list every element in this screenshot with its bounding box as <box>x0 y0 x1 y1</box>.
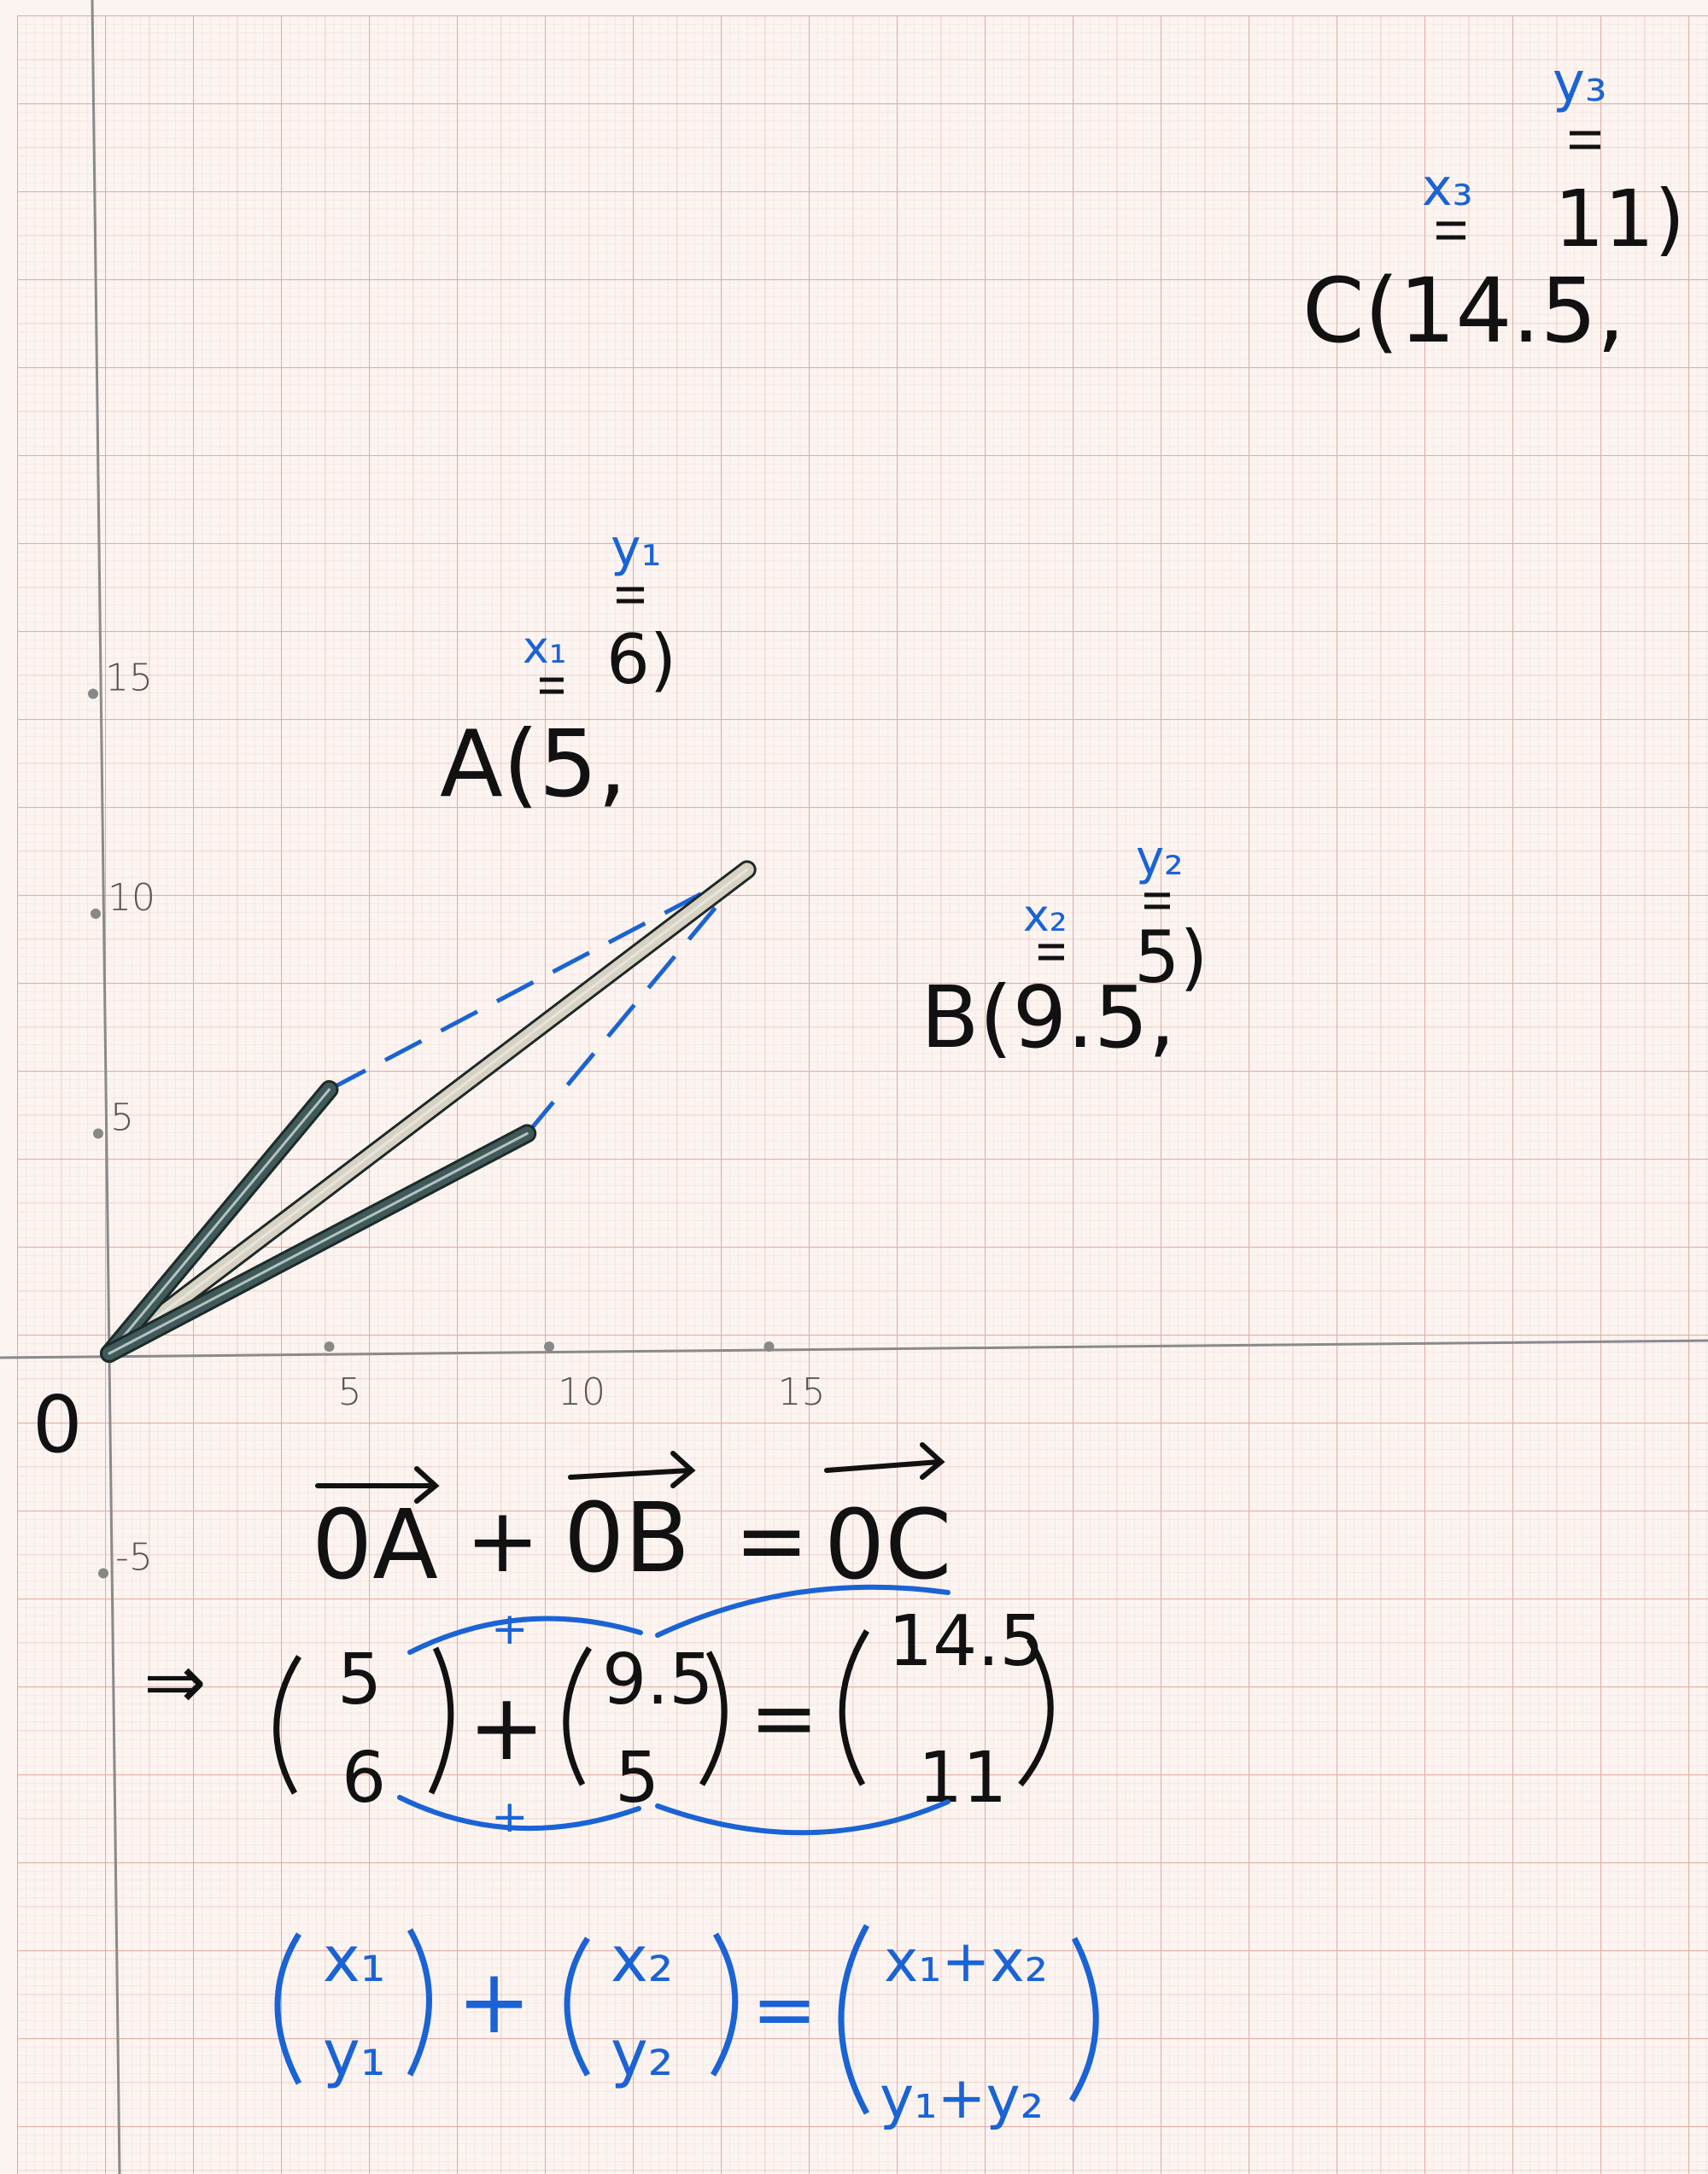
point-b-prefix: B(9.5, <box>921 967 1175 1067</box>
paren-b-right <box>699 1651 728 1786</box>
x-tick-mark <box>324 1341 335 1352</box>
gen-vec-2-top: x₂ <box>611 1923 673 1996</box>
gen-plus: + <box>457 1949 531 2054</box>
vec-a-bottom: 6 <box>342 1738 386 1819</box>
numeric-plus: + <box>468 1674 546 1781</box>
vec-a-top: 5 <box>337 1639 382 1721</box>
gen-paren-1-right <box>407 1928 432 2077</box>
point-c-suffix: 11) <box>1554 173 1685 265</box>
x-tick-mark <box>763 1341 775 1352</box>
y-axis-ticks: 15 10 5 -5 <box>88 657 155 1580</box>
paren-c-left <box>839 1629 869 1786</box>
gen-equals: = <box>752 1964 817 2055</box>
vector-plus: + <box>465 1488 540 1593</box>
y-tick-label: 15 <box>105 657 153 700</box>
point-a-suffix: 6) <box>606 620 676 699</box>
x-tick-label: 5 <box>338 1370 362 1414</box>
point-c-y-var: y₃ <box>1553 51 1607 114</box>
point-b-suffix: 5) <box>1134 915 1208 999</box>
vector-oc: 0C <box>824 1490 951 1601</box>
point-b-label: B(9.5, 5) x₂ y₂ <box>921 831 1208 1067</box>
x-axis-ticks: 5 10 15 <box>324 1341 826 1414</box>
y-axis <box>91 0 121 2174</box>
gen-paren-2-right <box>710 1932 739 2077</box>
dashed-a-to-c <box>328 868 748 1092</box>
point-b-x-var: x₂ <box>1023 891 1068 942</box>
point-c-equal-marks <box>1436 131 1600 240</box>
blue-plus-bottom: + <box>491 1791 529 1843</box>
gen-vec-2-bottom: y₂ <box>611 2017 673 2090</box>
parallelogram-dashed-lines <box>328 868 749 1136</box>
numeric-equation: ⇒ 5 6 + 9.5 5 = 14.5 11 + + <box>143 1584 1054 1843</box>
y-tick-mark <box>98 1568 108 1579</box>
paren-a-left <box>273 1655 301 1795</box>
paren-b-left <box>563 1646 592 1786</box>
y-tick-mark <box>88 688 98 699</box>
gen-sum-top: x₁+x₂ <box>884 1928 1048 1996</box>
blue-plus-top: + <box>491 1604 529 1655</box>
gen-paren-sum-left <box>838 1924 870 2115</box>
point-a-x-var: x₁ <box>523 622 567 674</box>
x-tick-label: 15 <box>778 1370 826 1414</box>
dashed-b-to-c <box>525 868 749 1136</box>
y-tick-mark <box>93 1128 103 1139</box>
vector-arrows <box>315 1442 945 1504</box>
gen-vec-1-bottom: y₁ <box>323 2017 385 2090</box>
y-tick-mark <box>91 909 101 919</box>
gen-sum-bottom: y₁+y₂ <box>880 2065 1044 2132</box>
point-a-prefix: A(5, <box>440 711 627 818</box>
gen-paren-sum-right <box>1069 1937 1099 2102</box>
point-c-x-var: x₃ <box>1422 158 1473 218</box>
point-a-label: A(5, 6) x₁ y₁ <box>440 518 676 818</box>
vec-b-bottom: 5 <box>615 1738 659 1819</box>
point-b-y-var: y₂ <box>1136 831 1184 886</box>
y-tick-label: -5 <box>115 1536 153 1580</box>
vector-oa-rod-highlight <box>108 1088 330 1355</box>
origin-label: 0 <box>32 1379 83 1470</box>
point-c-label: C(14.5, 11) x₃ y₃ <box>1302 51 1685 363</box>
general-equation: x₁ y₁ + x₂ y₂ = x₁+x₂ y₁+y₂ <box>274 1923 1099 2132</box>
y-tick-label: 10 <box>108 876 155 920</box>
y-tick-label: 5 <box>110 1096 134 1140</box>
vector-oa: 0A <box>312 1490 438 1601</box>
implies-arrow: ⇒ <box>143 1638 207 1726</box>
point-b-equal-marks <box>1038 892 1170 961</box>
gen-paren-1-left <box>274 1932 302 2085</box>
paren-c-right <box>1018 1638 1054 1787</box>
vector-oc-rod-highlight <box>108 868 749 1355</box>
vector-rods <box>100 860 757 1363</box>
x-tick-label: 10 <box>558 1370 605 1414</box>
blue-pairing-arcs <box>397 1584 951 1836</box>
vec-b-top: 9.5 <box>602 1639 713 1721</box>
gen-paren-2-left <box>564 1937 591 2077</box>
vector-ob-rod-highlight <box>108 1132 529 1355</box>
numeric-equals: = <box>750 1670 818 1766</box>
vector-equals: = <box>734 1488 809 1593</box>
vector-ob: 0B <box>564 1483 690 1594</box>
x-tick-mark <box>544 1341 554 1352</box>
paren-a-right <box>428 1646 454 1795</box>
point-a-y-var: y₁ <box>611 518 662 578</box>
point-c-prefix: C(14.5, <box>1302 259 1625 363</box>
vec-c-top: 14.5 <box>888 1601 1044 1682</box>
x-axis <box>0 1339 1708 1359</box>
point-a-equal-marks <box>540 587 644 694</box>
grid-paper <box>17 15 1708 2174</box>
vector-equation: 0A + 0B = 0C <box>312 1442 951 1601</box>
gen-vec-1-top: x₁ <box>323 1923 385 1996</box>
